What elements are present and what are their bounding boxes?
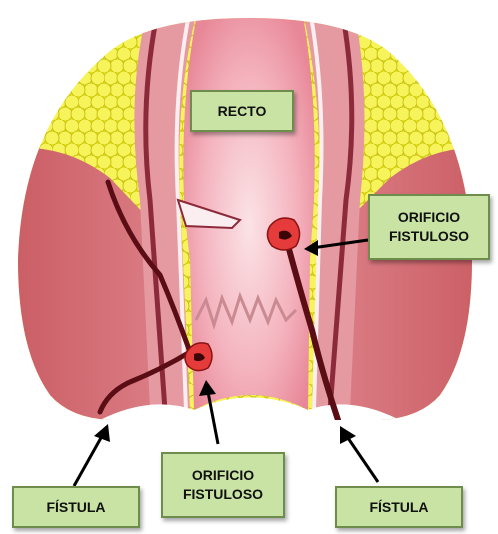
label-orificio-right-line2: FISTULOSO	[389, 227, 469, 246]
label-fistula-left: FÍSTULA	[12, 486, 140, 528]
label-fistula-right: FÍSTULA	[335, 486, 463, 528]
label-orificio-fistuloso-bottom: ORIFICIO FISTULOSO	[161, 452, 285, 518]
label-orificio-right-line1: ORIFICIO	[398, 208, 460, 227]
label-orificio-fistuloso-right: ORIFICIO FISTULOSO	[368, 194, 490, 260]
label-fistula-left-text: FÍSTULA	[46, 498, 105, 517]
label-orificio-bottom-line2: FISTULOSO	[183, 485, 263, 504]
arrow-fistula-left	[74, 424, 110, 486]
label-recto-text: RECTO	[218, 102, 267, 121]
orifice-right	[267, 218, 299, 250]
label-orificio-bottom-line1: ORIFICIO	[192, 466, 254, 485]
label-recto: RECTO	[190, 90, 294, 132]
arrow-fistula-right	[340, 426, 378, 482]
label-fistula-right-text: FÍSTULA	[369, 498, 428, 517]
